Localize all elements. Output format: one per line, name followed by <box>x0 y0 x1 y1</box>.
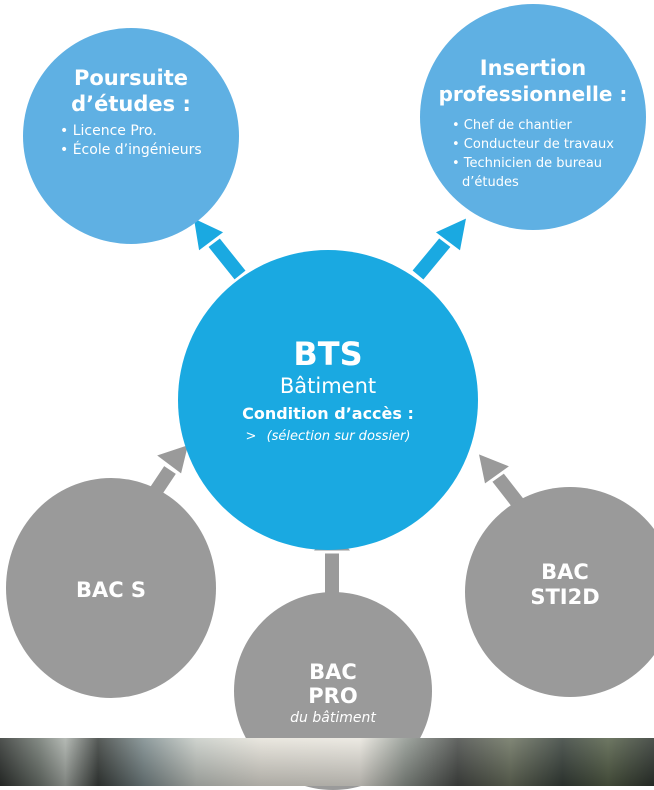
building-photo-strip <box>0 738 654 786</box>
bts-subtitle: Bâtiment <box>279 374 377 398</box>
poursuite-list: • Licence Pro. • École d’ingénieurs <box>60 122 202 160</box>
bac-s-circle <box>6 478 216 698</box>
bts-condition-line: > (sélection sur dossier) <box>178 428 478 446</box>
insertion-title-line1: Insertion <box>479 56 587 80</box>
list-item: • Technicien de bureau <box>452 156 603 171</box>
bts-condition-text: (sélection sur dossier) <box>266 429 411 444</box>
bac-pro-line3: du bâtiment <box>290 710 376 726</box>
bts-circle <box>178 250 478 550</box>
bac-pro-line1: BAC <box>309 660 357 684</box>
list-item: • Chef de chantier <box>452 118 572 133</box>
bac-s-label: BAC S <box>75 578 147 602</box>
poursuite-etudes-circle <box>23 28 239 244</box>
photo-shade <box>0 738 654 786</box>
bac-sti2d-circle <box>465 487 654 697</box>
bac-sti2d-line1: BAC <box>541 560 589 584</box>
chevron-right-icon: > <box>245 429 257 444</box>
poursuite-title-line1: Poursuite <box>73 66 189 90</box>
bts-condition-label: Condition d’accès : <box>242 404 414 423</box>
poursuite-title-line2: d’études : <box>71 92 191 116</box>
arrow-bts-to-insertion <box>409 213 471 283</box>
insertion-professionnelle-circle <box>420 4 646 230</box>
bac-sti2d-line2: STI2D <box>530 585 600 609</box>
list-item: • Conducteur de travaux <box>452 137 614 152</box>
list-item: • Licence Pro. <box>60 123 157 139</box>
bts-title: BTS <box>293 335 363 373</box>
insertion-list: • Chef de chantier • Conducteur de trava… <box>452 116 614 192</box>
bac-pro-line2: PRO <box>308 684 358 708</box>
arrow-bts-to-poursuite <box>190 213 249 282</box>
list-item: d’études <box>462 175 519 190</box>
list-item: • École d’ingénieurs <box>60 142 202 158</box>
insertion-title-line2: professionnelle : <box>438 82 628 106</box>
